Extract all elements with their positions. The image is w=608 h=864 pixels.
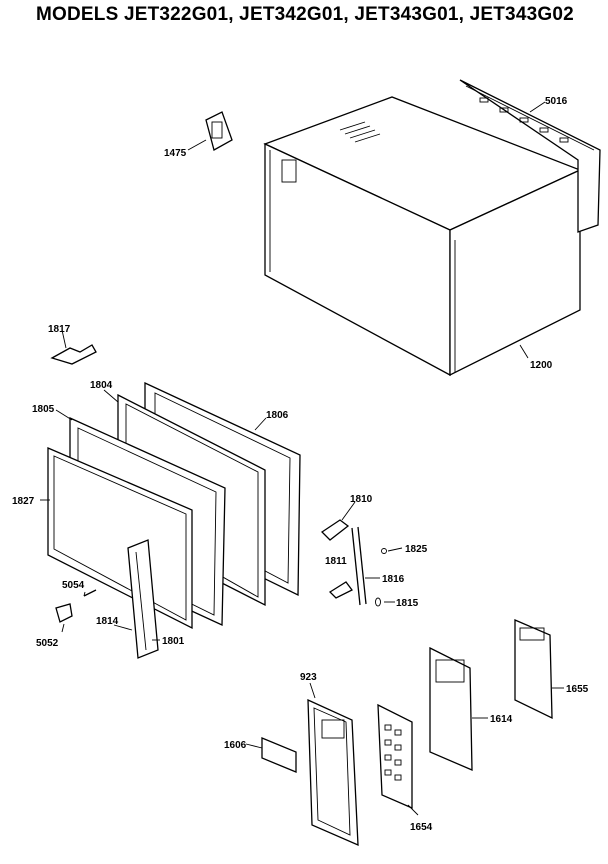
label-1811: 1811: [325, 556, 347, 567]
leader-lines: [40, 101, 564, 816]
label-1817: 1817: [48, 324, 71, 335]
label-1816: 1816: [382, 574, 405, 585]
label-1475: 1475: [164, 148, 187, 159]
label-1614: 1614: [490, 714, 513, 725]
label-1825: 1825: [405, 544, 428, 555]
pad-1606: [261, 737, 297, 773]
label-1805: 1805: [32, 404, 55, 415]
part-1475-bracket: [205, 111, 233, 151]
label-1200: 1200: [530, 360, 553, 371]
label-1801: 1801: [162, 636, 185, 647]
label-5016: 5016: [545, 96, 568, 107]
outer-case: [263, 96, 582, 377]
label-1606: 1606: [224, 740, 247, 751]
parts-5054-5052: [55, 589, 97, 623]
diagram-title: MODELS JET322G01, JET342G01, JET343G01, …: [36, 4, 574, 25]
label-5054: 5054: [62, 580, 85, 591]
control-panel-923: [307, 698, 359, 847]
label-1806: 1806: [266, 410, 289, 421]
part-labels: 5016 1475 1200 1817 1804 1805 1806 1827 …: [12, 96, 589, 833]
label-1827: 1827: [12, 496, 35, 507]
back-panel: [459, 79, 601, 233]
bracket-1655: [514, 619, 553, 720]
label-1814: 1814: [96, 616, 119, 627]
keypad-1654: [377, 703, 413, 809]
door-handle-1801: [127, 539, 159, 659]
label-1654: 1654: [410, 822, 433, 833]
label-5052: 5052: [36, 638, 59, 649]
hinge-parts: [320, 519, 387, 607]
label-1655: 1655: [566, 684, 589, 695]
part-1817-latch: [50, 344, 97, 365]
label-923: 923: [300, 672, 317, 683]
label-1804: 1804: [90, 380, 113, 391]
door-window-1827: [47, 447, 193, 630]
control-board-1614: [429, 646, 473, 771]
label-1810: 1810: [350, 494, 373, 505]
label-1815: 1815: [396, 598, 419, 609]
